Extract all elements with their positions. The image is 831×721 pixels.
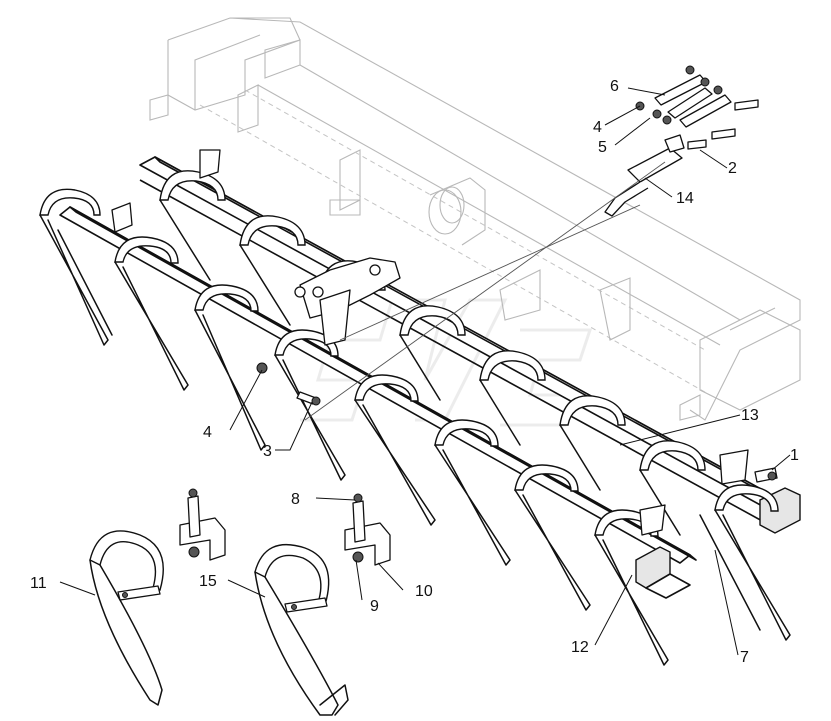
tine (114, 236, 189, 391)
main-frame-background (149, 17, 801, 421)
callout-7: 7 (740, 649, 749, 666)
tine (159, 170, 226, 281)
callout-10: 10 (415, 583, 433, 600)
bracket-part-10-right (344, 493, 391, 566)
callout-3: 3 (263, 443, 272, 460)
callout-9: 9 (370, 598, 379, 615)
loose-tine-part-15 (254, 543, 349, 716)
bolt-part-3 (296, 391, 321, 406)
callout-14: 14 (676, 190, 694, 207)
rear-tube (139, 156, 801, 534)
callout-labels: 1 2 3 4 4 5 6 7 8 9 10 11 12 13 14 15 (30, 78, 799, 666)
tine (354, 374, 436, 526)
tine (699, 484, 791, 641)
callout-1: 1 (790, 447, 799, 464)
callout-5: 5 (598, 139, 607, 156)
tine (274, 329, 346, 481)
tine (559, 395, 626, 491)
tine (514, 464, 591, 611)
tine (639, 440, 706, 536)
loose-tine-part-11 (89, 530, 164, 706)
rear-tine-row (159, 170, 791, 641)
bracket-part-10-left (179, 488, 226, 561)
tine (239, 215, 306, 326)
callout-13: 13 (741, 407, 759, 424)
callout-8: 8 (291, 491, 300, 508)
tine (194, 284, 266, 451)
tube-brackets (111, 149, 749, 536)
callout-12: 12 (571, 639, 589, 656)
bolt-part-1 (754, 467, 778, 483)
tine (434, 419, 511, 566)
callout-6: 6 (610, 78, 619, 95)
tine (479, 350, 546, 446)
tine (39, 188, 113, 346)
callout-4-lower: 4 (203, 424, 212, 441)
callout-11: 11 (30, 575, 47, 592)
callout-2: 2 (728, 160, 737, 177)
linkage-assembly (604, 65, 759, 217)
callout-4-upper: 4 (593, 119, 602, 136)
center-hanger-bracket (294, 257, 401, 346)
callout-15: 15 (199, 573, 217, 590)
tine (399, 305, 466, 401)
leader-lines (59, 87, 791, 656)
nut-part-4 (256, 362, 268, 374)
